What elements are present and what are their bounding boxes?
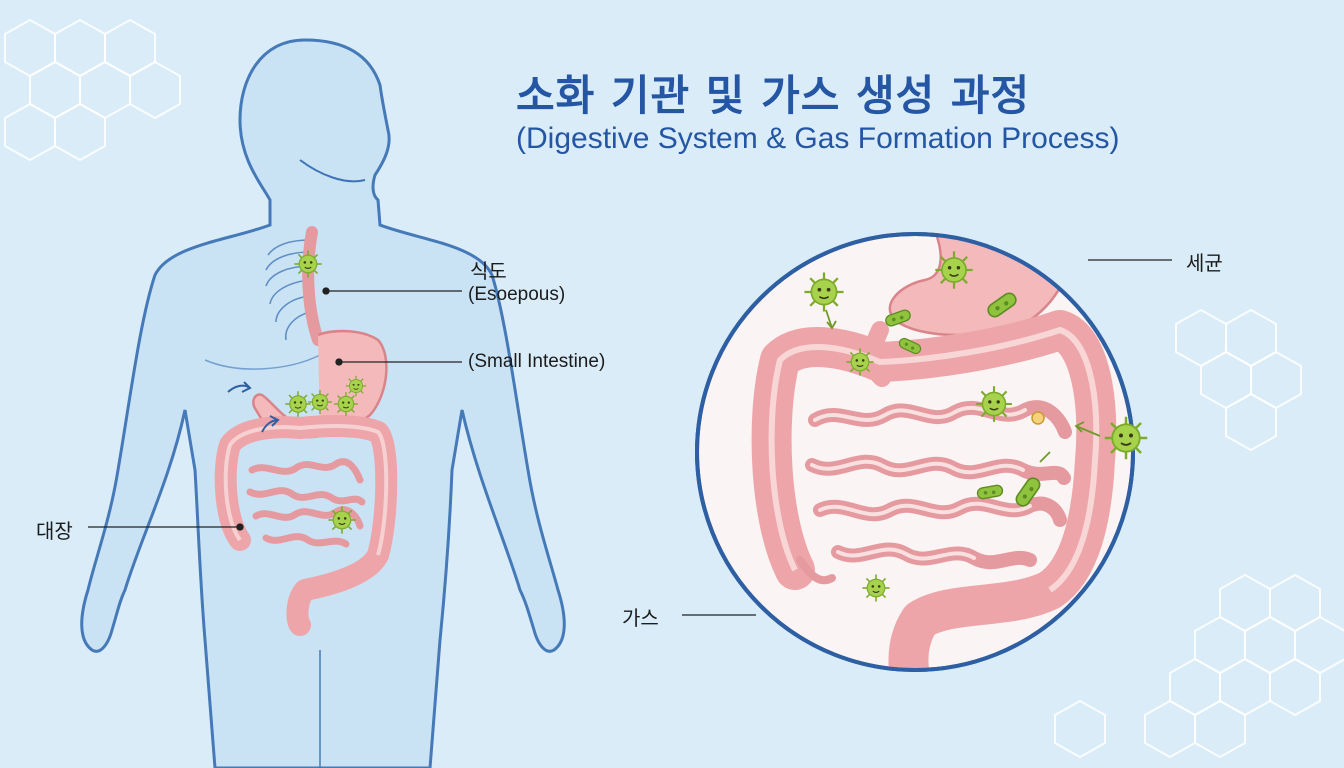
- zoom-circle: [695, 232, 1135, 672]
- hexagon-pattern-top-left: [4, 19, 181, 161]
- esophagus: [302, 226, 324, 346]
- flow-arrows-zoom: [825, 309, 1101, 463]
- label-large-intestine-ko: 대장: [36, 519, 73, 543]
- flow-arrows-body: [227, 381, 280, 433]
- label-gas-ko: 가스: [622, 606, 659, 630]
- microbe-cluster-zoom: [803, 250, 1149, 603]
- pointer-lines-zoom: [682, 259, 1172, 616]
- label-esophagus-en: (Esoepous): [468, 284, 566, 305]
- label-esophagus-ko: 식도: [470, 259, 507, 283]
- page-subtitle: (Digestive System & Gas Formation Proces…: [516, 122, 1120, 155]
- pointer-lines-body: [88, 287, 462, 531]
- small-intestine: [246, 458, 366, 548]
- hexagon-pattern-bottom-right: [1054, 574, 1344, 758]
- hexagon-pattern-right: [1175, 309, 1302, 451]
- label-bacteria-ko: 세균: [1186, 251, 1223, 275]
- label-small-intestine-en: (Small Intestine): [468, 351, 606, 372]
- page-title: 소화 기관 및 가스 생성 과정: [516, 71, 1031, 120]
